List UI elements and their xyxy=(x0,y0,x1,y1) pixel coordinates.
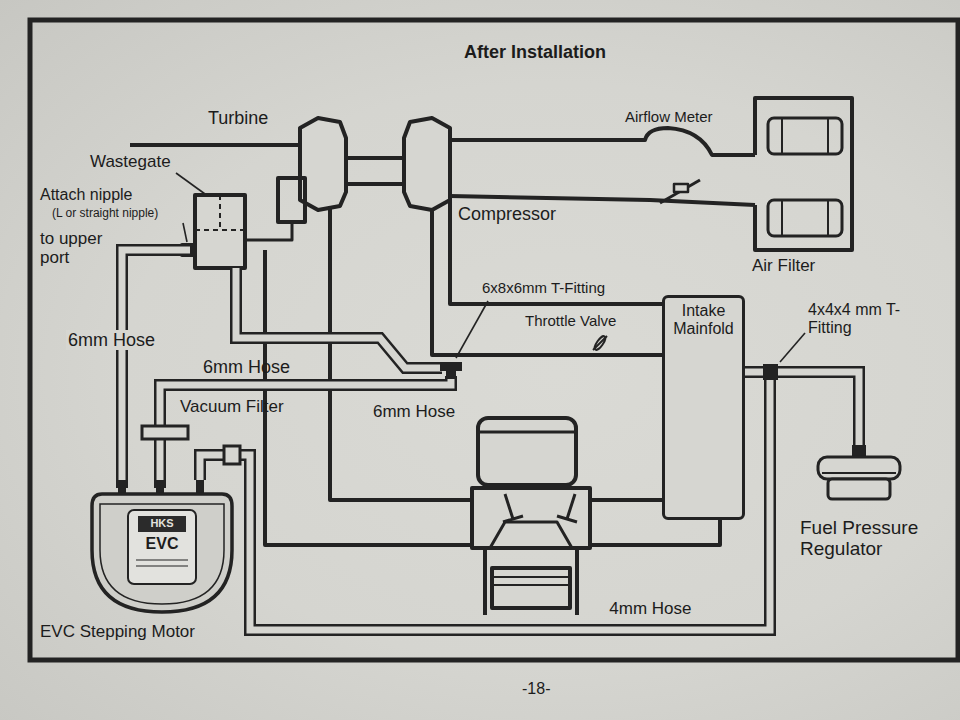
page-title: After Installation xyxy=(400,42,670,62)
engine-valve xyxy=(503,494,577,522)
regulator-cap xyxy=(818,457,900,479)
evc-unit: HKS EVC EVC Stepping Motor xyxy=(38,480,243,645)
hose-label: 6mm Hose xyxy=(66,330,157,350)
cylinder-wall xyxy=(485,548,577,615)
part-label: EVC Stepping Motor xyxy=(40,622,195,641)
part-label: Turbine xyxy=(208,108,268,128)
leader-line xyxy=(176,173,205,194)
hose-connector xyxy=(745,372,859,445)
t-fitting xyxy=(440,362,462,371)
page-number: -18- xyxy=(522,680,550,698)
hose-bore xyxy=(745,372,859,445)
page-frame xyxy=(30,20,958,660)
wastegate-diaphragm xyxy=(195,195,245,230)
hose-outline xyxy=(122,250,451,488)
filter-element xyxy=(768,200,842,236)
cam-cover xyxy=(478,418,576,485)
charge-pipe xyxy=(432,208,662,355)
t-fitting xyxy=(763,364,778,380)
part-label: Vacuum Filter xyxy=(180,397,284,416)
hose-bore xyxy=(122,250,451,488)
leader-line xyxy=(780,333,805,362)
hose-label: 4mm Hose xyxy=(609,599,691,618)
vacuum-filter xyxy=(142,426,188,439)
engine-drawing xyxy=(130,98,852,615)
hose-restrictor xyxy=(224,446,240,464)
note-label: to upper port xyxy=(40,229,130,267)
hose xyxy=(236,268,442,368)
hose-label: 6mm Hose xyxy=(203,357,290,377)
piston xyxy=(492,568,570,608)
air-filter-box xyxy=(755,98,852,250)
regulator-unit: Fuel Pressure Regulator xyxy=(800,445,950,570)
box-label: Intake Mainfold xyxy=(665,298,742,342)
intake-runner xyxy=(590,498,662,502)
evc-plate-line xyxy=(136,560,188,566)
evc-drawing xyxy=(38,480,243,620)
throttle-symbol xyxy=(593,336,607,350)
hose xyxy=(122,250,190,488)
leader-lines xyxy=(176,173,805,362)
filter-element xyxy=(782,118,828,236)
intake-pipe xyxy=(450,196,755,205)
intake-runner xyxy=(590,520,720,545)
exhaust-pipe xyxy=(130,143,300,147)
evc-housing xyxy=(92,494,232,612)
hose-label: 6mm Hose xyxy=(373,402,455,421)
part-label: Fuel Pressure Regulator xyxy=(800,517,950,560)
evc-housing-edge xyxy=(100,504,224,604)
filter-element xyxy=(768,118,842,154)
airflow-flap xyxy=(660,180,700,203)
part-label: Airflow Meter xyxy=(625,109,713,126)
manifold-box: Intake Mainfold xyxy=(662,295,745,520)
combustion-chamber xyxy=(490,522,572,548)
logo-text: EVC xyxy=(128,535,196,553)
part-label: Compressor xyxy=(458,204,556,224)
airflow-flap xyxy=(674,184,688,192)
exhaust-manifold xyxy=(265,250,472,545)
part-label: Throttle Valve xyxy=(525,313,616,330)
note-label: Attach nipple xyxy=(40,186,133,204)
t-fitting xyxy=(446,370,456,379)
logo-text: HKS xyxy=(138,517,186,529)
intake-pipe xyxy=(450,128,755,155)
wastegate-actuator xyxy=(195,195,245,268)
throttle-symbol xyxy=(593,335,607,352)
evc-plate xyxy=(128,510,196,584)
evc-logo-band xyxy=(138,516,186,532)
wastegate-valve xyxy=(278,178,305,222)
fitting-label: 6x8x6mm T-Fitting xyxy=(482,280,605,297)
hose-outline xyxy=(745,372,859,445)
regulator-seam xyxy=(822,472,896,474)
fitting-label: 4x4x4 mm T-Fitting xyxy=(808,301,912,337)
piston-ring xyxy=(492,577,570,585)
leader-line xyxy=(183,223,187,242)
hose xyxy=(236,268,442,368)
part-label: Air Filter xyxy=(752,256,815,275)
cylinder-head xyxy=(472,488,590,548)
part-label: Wastegate xyxy=(90,152,171,171)
charge-pipe xyxy=(450,200,662,304)
compressor-housing xyxy=(404,118,450,210)
regulator-body xyxy=(828,479,890,499)
wastegate-rod xyxy=(245,222,292,240)
turbo-shaft xyxy=(346,158,404,184)
regulator-drawing xyxy=(800,445,950,505)
leader-line xyxy=(456,301,488,358)
cam-cover xyxy=(478,431,576,434)
note-label: (L or straight nipple) xyxy=(52,207,158,220)
